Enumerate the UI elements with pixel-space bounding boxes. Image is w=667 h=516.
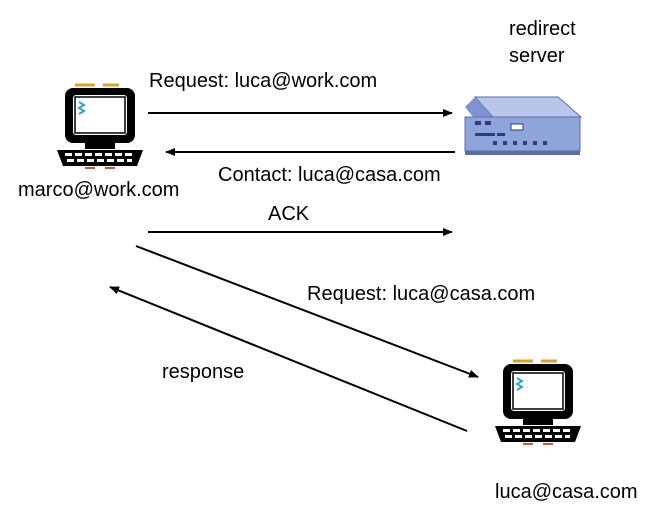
message-request-work: Request: luca@work.com <box>149 70 378 92</box>
message-ack: ACK <box>268 203 310 225</box>
message-contact-casa: Contact: luca@casa.com <box>218 164 441 186</box>
server-label-line2: server <box>509 45 565 67</box>
message-request-casa: Request: luca@casa.com <box>307 283 536 305</box>
computer-icon <box>57 83 143 169</box>
arrow-response <box>109 286 468 432</box>
message-response: response <box>162 361 245 383</box>
arrow-request-casa <box>135 245 479 378</box>
callee-label: luca@casa.com <box>495 481 638 503</box>
client-label: marco@work.com <box>18 179 180 201</box>
computer-icon <box>495 359 581 445</box>
server-icon <box>464 96 583 155</box>
server-label-line1: redirect <box>509 18 576 40</box>
